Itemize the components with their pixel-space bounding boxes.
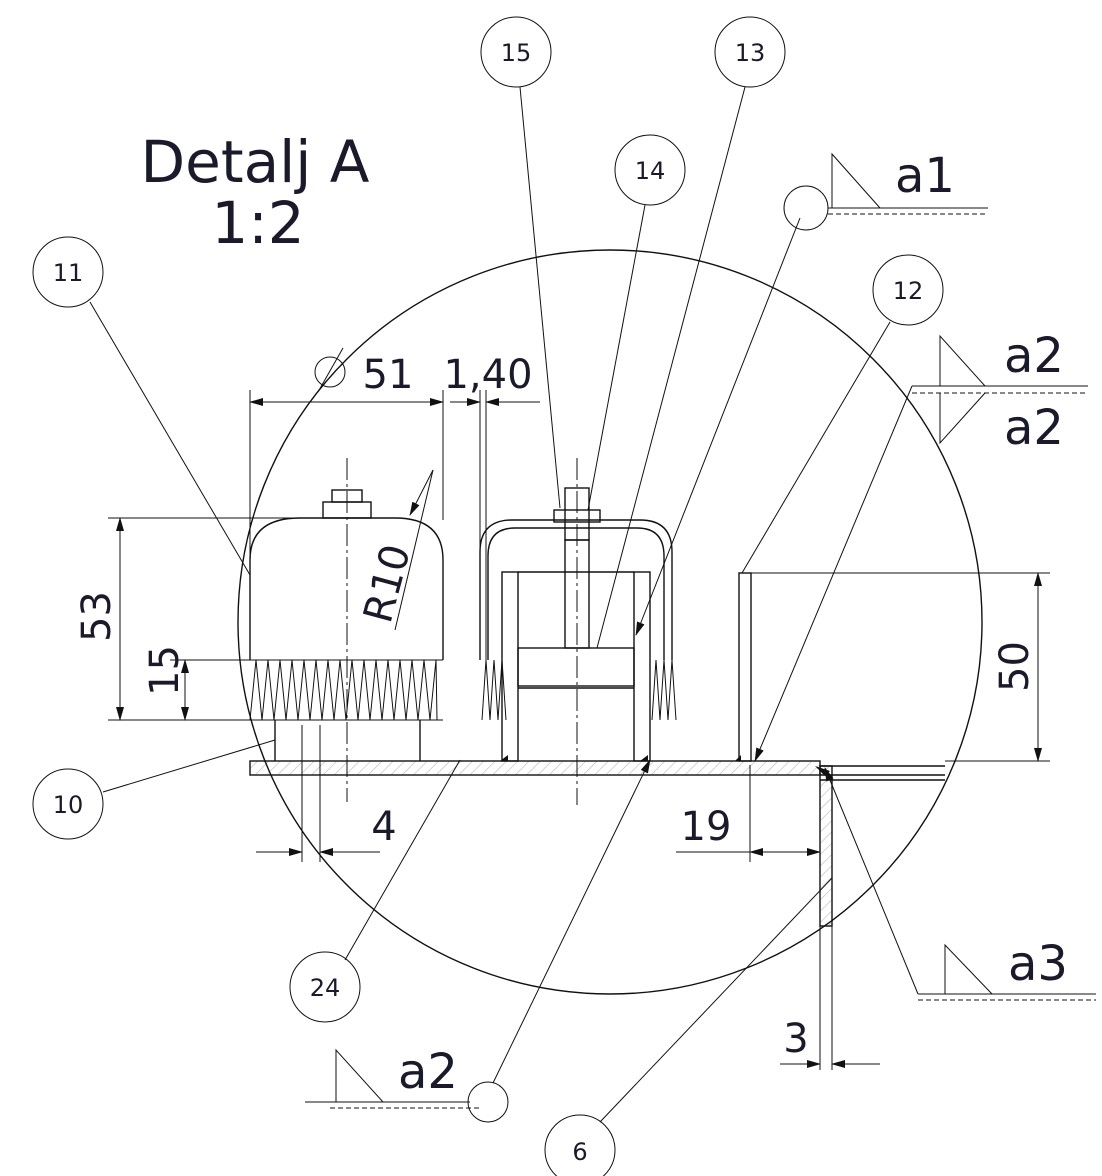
t-bolt-flange — [517, 647, 635, 687]
weld-symbol-a2-bottom: a2 — [305, 759, 651, 1123]
detail-scale: 1:2 — [211, 189, 304, 257]
balloon-6: 6 — [544, 877, 833, 1176]
right-spring-right — [651, 659, 677, 721]
balloon-12-text: 12 — [893, 277, 924, 305]
dim-spring-gap-text: 4 — [371, 804, 396, 850]
balloon-13: 13 — [596, 16, 786, 649]
left-spring — [249, 659, 438, 721]
dim-spring-gap: 4 — [256, 725, 397, 862]
weld-a1-text: a1 — [895, 148, 955, 204]
detail-title: Detalj A — [141, 128, 370, 196]
balloon-11-text: 11 — [53, 259, 84, 287]
balloon-10-text: 10 — [53, 791, 84, 819]
dim-height-50: 50 — [751, 572, 1050, 762]
dim-height-50-text: 50 — [992, 641, 1038, 692]
right-bellows-cover — [479, 458, 677, 805]
dim-thickness: 1,40 — [443, 352, 540, 660]
dim-wall-3-text: 3 — [783, 1016, 808, 1062]
weld-symbol-a2-double: a2 a2 — [754, 328, 1088, 762]
plate-12 — [738, 572, 752, 762]
dim-wall-3: 3 — [780, 1016, 880, 1068]
balloon-13-text: 13 — [735, 39, 766, 67]
weld-symbol-a1: a1 — [635, 148, 988, 636]
balloon-15-text: 15 — [501, 39, 532, 67]
base-plate — [249, 760, 945, 781]
balloon-15: 15 — [480, 16, 561, 509]
dim-height-15-text: 15 — [142, 645, 188, 696]
dim-height-15: 15 — [142, 645, 250, 721]
detail-boundary-circle — [237, 249, 983, 995]
weld-a2-bottom-text: a2 — [1004, 400, 1064, 456]
balloon-12: 12 — [741, 254, 944, 574]
balloon-14-text: 14 — [635, 157, 666, 185]
weld-symbol-a3: a3 — [824, 767, 1096, 1001]
dim-diameter-text: 51 — [363, 352, 414, 398]
dim-radius-text: R10 — [355, 540, 420, 628]
weld-a2-top-text: a2 — [1004, 328, 1064, 384]
dim-height-53: 53 — [74, 517, 300, 721]
balloon-11: 11 — [32, 236, 251, 576]
dim-radius: R10 — [355, 469, 434, 631]
dim-thickness-text: 1,40 — [443, 352, 532, 398]
weld-a3-text: a3 — [1008, 936, 1068, 992]
balloon-14: 14 — [587, 134, 686, 511]
left-bellows-cover — [249, 458, 444, 802]
dim-height-53-text: 53 — [74, 591, 120, 642]
vertical-wall — [819, 765, 833, 1070]
dim-offset-19: 19 — [676, 765, 821, 862]
balloon-10: 10 — [32, 739, 276, 840]
balloon-24-text: 24 — [310, 974, 341, 1002]
balloon-6-text: 6 — [572, 1138, 587, 1166]
dim-diameter-51: 51 — [249, 347, 444, 575]
dim-offset-19-text: 19 — [681, 804, 732, 850]
balloon-24: 24 — [289, 759, 461, 1023]
weld-a2-lower-text: a2 — [398, 1044, 458, 1100]
